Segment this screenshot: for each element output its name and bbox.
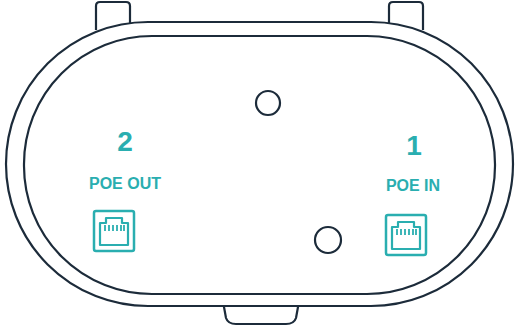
housing-outline bbox=[6, 22, 513, 306]
rj45-port bbox=[94, 211, 134, 251]
screw-hole bbox=[315, 227, 341, 253]
port-number: 1 bbox=[406, 132, 422, 160]
port-label: POE IN bbox=[386, 178, 440, 194]
rj45-port bbox=[386, 215, 426, 255]
housing-face bbox=[24, 36, 495, 294]
port-label: POE OUT bbox=[89, 176, 161, 192]
port-number: 2 bbox=[117, 128, 133, 156]
screw-hole bbox=[256, 91, 280, 115]
